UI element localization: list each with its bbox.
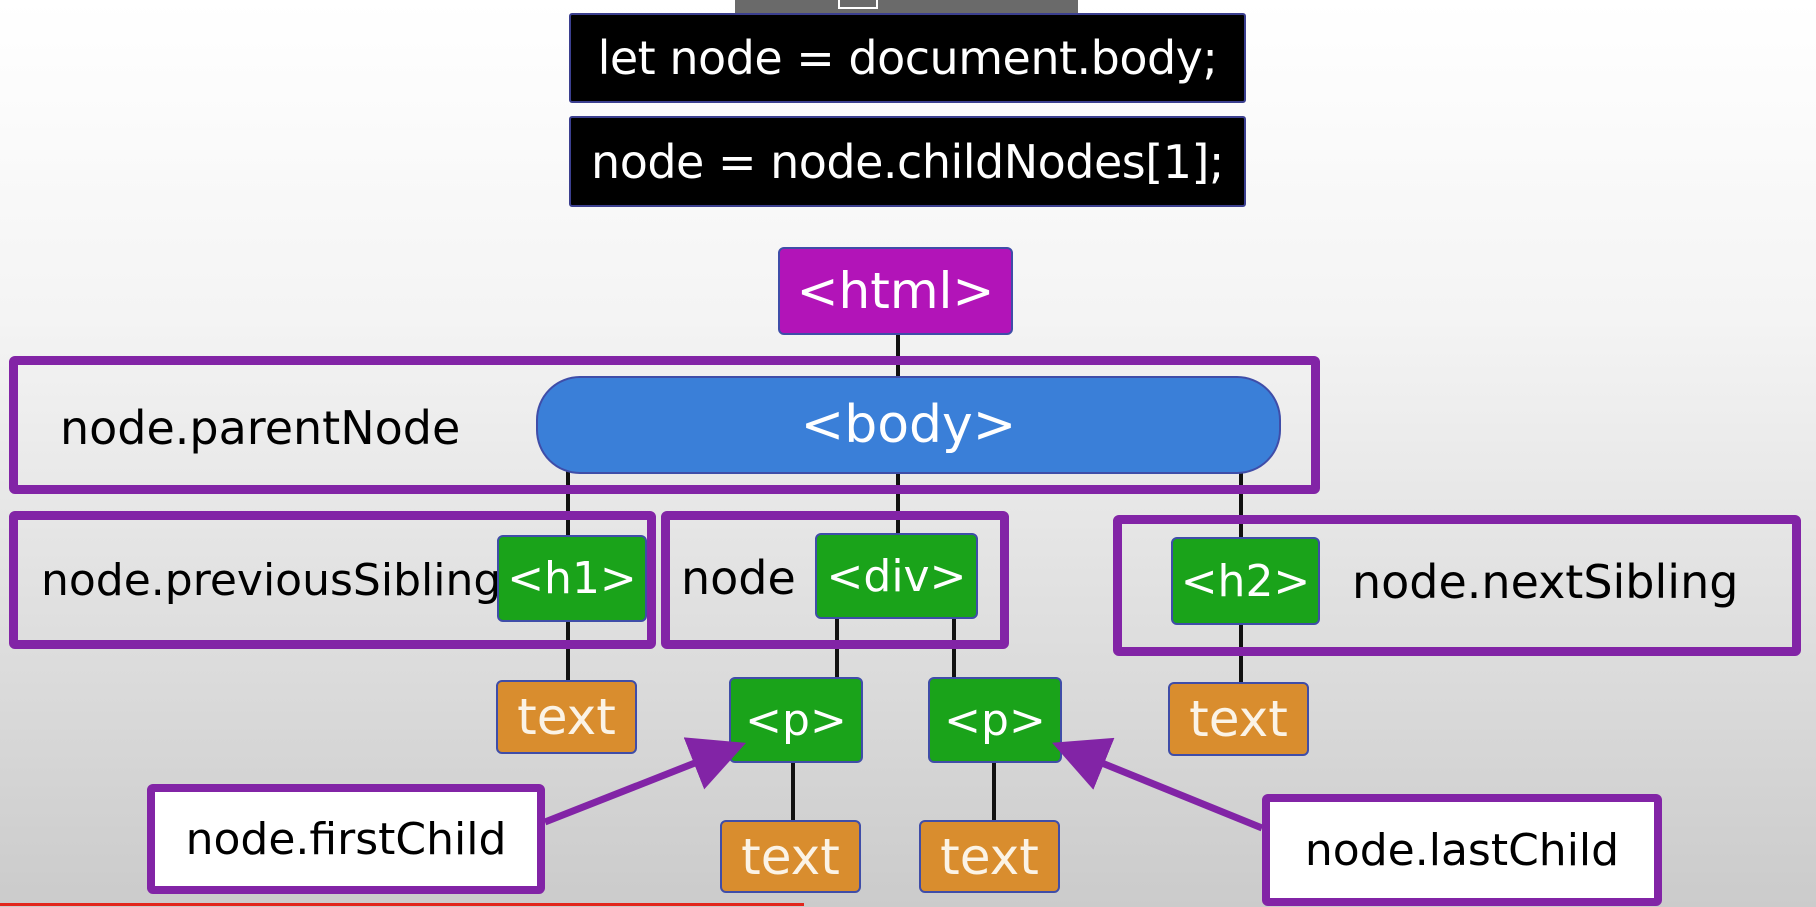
last-child-arrow: [1052, 737, 1264, 832]
previous-sibling-label: node.previousSibling: [41, 554, 502, 606]
body-node: <body>: [536, 376, 1281, 474]
connector-body-div: [896, 470, 900, 537]
connector-body-h2: [1239, 470, 1243, 540]
connector-h1-text: [566, 620, 570, 682]
next-sibling-label: node.nextSibling: [1352, 555, 1739, 609]
h2-text-node: text: [1168, 682, 1309, 756]
first-child-arrow: [543, 737, 747, 826]
connector-p1-text: [791, 760, 795, 822]
watermark-text: Watermater ◦ Chr: [1655, 0, 1816, 13]
first-child-label: node.firstChild: [147, 784, 545, 894]
last-child-label: node.lastChild: [1262, 794, 1662, 906]
parent-node-frame: [9, 356, 1320, 494]
connector-p2-text: [992, 760, 996, 822]
p1-text-node: text: [720, 820, 861, 893]
code-line-2: node = node.childNodes[1];: [569, 116, 1246, 207]
html-node: <html>: [778, 247, 1013, 335]
current-node-frame: [661, 511, 1009, 649]
p-node-last: <p>: [928, 677, 1062, 763]
code-line-1: let node = document.body;: [569, 13, 1246, 103]
video-bar-icon: [838, 0, 878, 9]
current-node-label: node: [681, 551, 796, 605]
h1-text-node: text: [496, 680, 637, 754]
div-node: <div>: [815, 533, 978, 619]
previous-sibling-frame: [9, 511, 656, 649]
connector-html-body: [896, 333, 900, 378]
connector-body-h1: [566, 470, 570, 538]
p2-text-node: text: [919, 820, 1060, 893]
h2-node: <h2>: [1171, 537, 1320, 625]
video-progress-bar: [0, 903, 804, 906]
parent-node-label: node.parentNode: [60, 401, 461, 455]
next-sibling-frame: [1113, 515, 1801, 656]
video-top-bar: [735, 0, 1078, 17]
p-node-first: <p>: [729, 677, 863, 763]
h1-node: <h1>: [497, 535, 647, 622]
